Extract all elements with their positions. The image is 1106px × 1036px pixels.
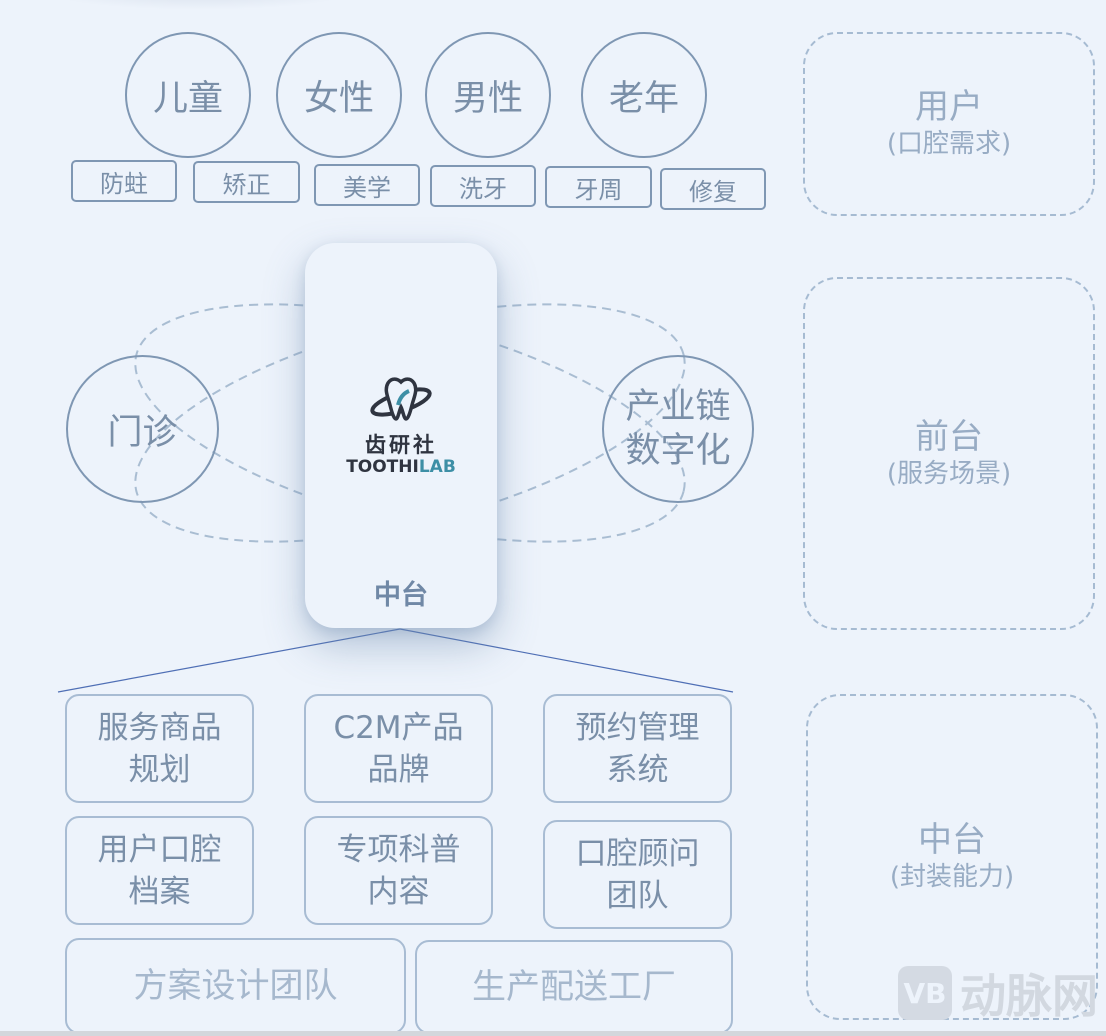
scene-circle-clinic: 门诊: [66, 355, 219, 503]
user-circle-elderly: 老年: [581, 32, 707, 158]
bottom-edge: [0, 1031, 1106, 1036]
layer-subtitle: (封装能力): [889, 862, 1015, 892]
logo-english-accent: LAB: [418, 457, 456, 477]
need-tag-cavity: 防蛀: [71, 160, 177, 202]
logo: 齿研社 TOOTHILAB: [305, 375, 497, 477]
capability-box: 口腔顾问 团队: [543, 820, 732, 929]
middle-platform-label: 中台: [374, 580, 428, 611]
need-tag-cleaning: 洗牙: [430, 165, 536, 207]
user-circle-children: 儿童: [125, 32, 251, 158]
capability-box: 预约管理 系统: [543, 694, 732, 803]
layer-box-middle: 中台 (封装能力): [806, 694, 1098, 1020]
watermark-badge-icon: VB: [898, 966, 952, 1020]
capability-box-wide: 方案设计团队: [65, 938, 406, 1034]
logo-english-main: TOOTHI: [346, 457, 419, 477]
logo-chinese-name: 齿研社: [365, 433, 437, 457]
scene-circle-industry-chain: 产业链 数字化: [602, 355, 754, 503]
need-tag-orthodontics: 矫正: [193, 161, 300, 203]
layer-title: 前台: [915, 416, 983, 457]
tooth-planet-icon: [370, 377, 432, 421]
layer-subtitle: (服务场景): [886, 458, 1012, 489]
watermark: VB 动脉网: [898, 960, 1098, 1026]
capability-box: 专项科普 内容: [304, 816, 493, 925]
layer-box-user: 用户 (口腔需求): [803, 32, 1095, 216]
capability-box-wide: 生产配送工厂: [415, 940, 733, 1034]
need-tag-periodontal: 牙周: [545, 166, 652, 208]
need-tag-restoration: 修复: [660, 168, 766, 210]
layer-title: 中台: [918, 820, 986, 860]
middle-platform-card: 齿研社 TOOTHILAB 中台: [305, 243, 497, 628]
connector-line-left: [57, 628, 401, 693]
user-circle-women: 女性: [276, 32, 402, 158]
capability-box: 用户口腔 档案: [65, 816, 254, 925]
capability-box: 服务商品 规划: [65, 694, 254, 803]
connector-line-right: [399, 628, 734, 693]
layer-title: 用户: [915, 87, 983, 127]
logo-english-name: TOOTHILAB: [305, 457, 497, 477]
user-circle-men: 男性: [425, 32, 551, 158]
top-decoration: [40, 0, 360, 10]
layer-box-front: 前台 (服务场景): [803, 277, 1095, 630]
need-tag-aesthetics: 美学: [314, 164, 420, 206]
layer-subtitle: (口腔需求): [886, 129, 1012, 159]
capability-box: C2M产品 品牌: [304, 694, 493, 803]
watermark-text: 动脉网: [960, 969, 1098, 1023]
